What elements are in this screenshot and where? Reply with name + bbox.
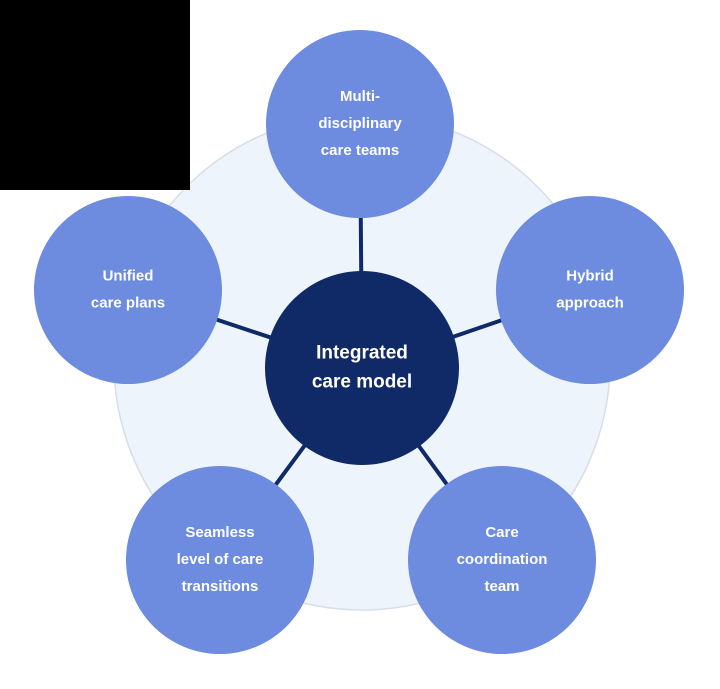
node-unified-circle bbox=[34, 196, 222, 384]
center-node-label-line-1: Integrated bbox=[316, 343, 408, 364]
node-seamless-label-line-1: Seamless bbox=[185, 524, 254, 541]
center-node: Integrated care model bbox=[265, 271, 459, 465]
node-seamless-label-line-2: level of care bbox=[177, 551, 264, 568]
node-seamless: Seamless level of care transitions bbox=[126, 466, 314, 654]
node-unified-label-line-2: care plans bbox=[91, 294, 165, 311]
node-multidisciplinary-label-line-1: Multi- bbox=[340, 88, 380, 105]
center-node-circle bbox=[265, 271, 459, 465]
node-unified-label-line-1: Unified bbox=[103, 267, 154, 284]
node-multidisciplinary-label-line-3: care teams bbox=[321, 142, 399, 159]
node-seamless-label-line-3: transitions bbox=[182, 578, 259, 595]
redaction-block bbox=[0, 0, 190, 190]
center-node-label-line-2: care model bbox=[312, 372, 412, 393]
node-multidisciplinary-label-line-2: disciplinary bbox=[318, 115, 402, 132]
node-care-coordination: Care coordination team bbox=[408, 466, 596, 654]
node-hybrid: Hybrid approach bbox=[496, 196, 684, 384]
node-care-coordination-label-line-1: Care bbox=[485, 524, 518, 541]
node-care-coordination-label-line-2: coordination bbox=[457, 551, 548, 568]
node-care-coordination-label-line-3: team bbox=[484, 578, 519, 595]
node-unified: Unified care plans bbox=[34, 196, 222, 384]
node-hybrid-label-line-1: Hybrid bbox=[566, 267, 614, 284]
node-hybrid-circle bbox=[496, 196, 684, 384]
node-hybrid-label-line-2: approach bbox=[556, 294, 624, 311]
node-multidisciplinary: Multi-disciplinary care teams bbox=[266, 30, 454, 218]
